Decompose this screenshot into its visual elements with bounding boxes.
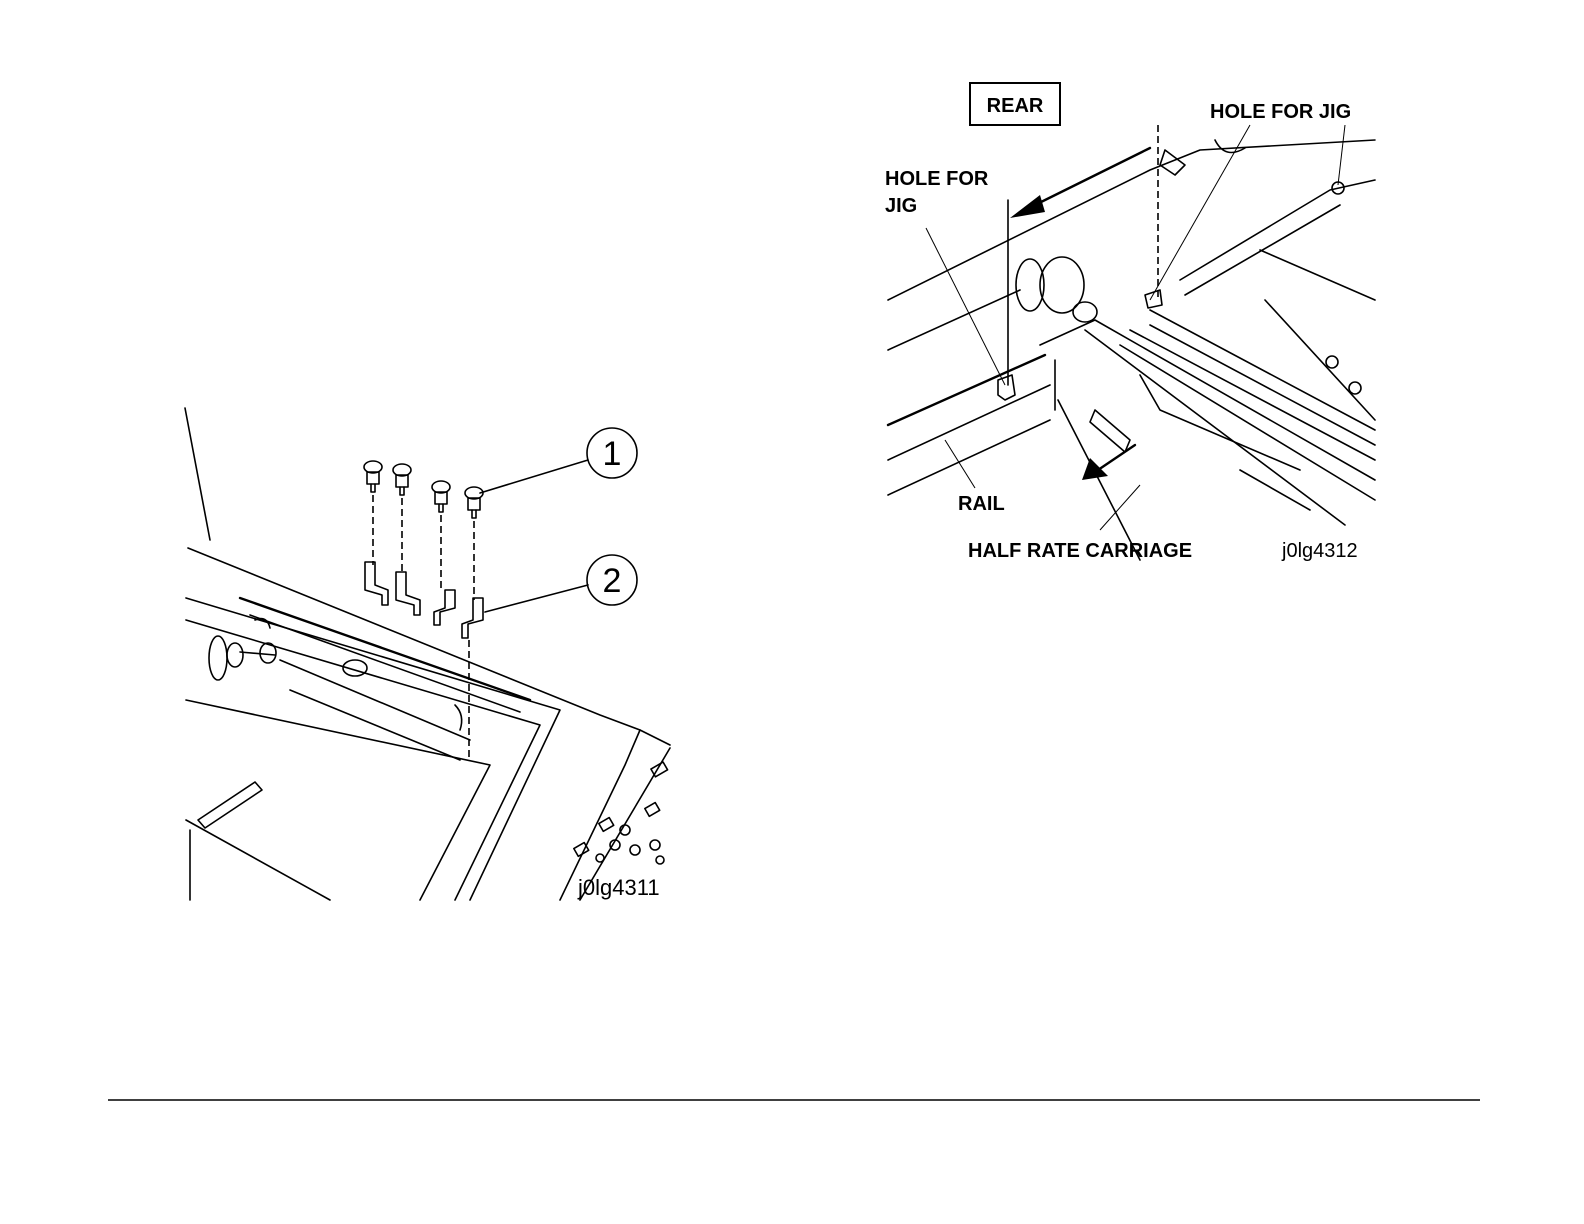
led-icon (630, 845, 640, 855)
cover-edge (185, 408, 210, 540)
arrow-rear-icon (1010, 195, 1045, 218)
arrow-shaft (1035, 148, 1150, 205)
callout-2-leader (485, 585, 588, 612)
hole-for-jig-left-line2: JIG (885, 195, 917, 217)
led-icon (656, 856, 664, 864)
frame-rail-far-2 (1185, 205, 1340, 295)
hole-right-leader-2 (1338, 125, 1345, 185)
slot-icon (198, 782, 262, 828)
bracket-icon (396, 572, 420, 615)
carriage-arrow-shaft (1098, 445, 1135, 470)
hole-left-leader (926, 228, 1005, 385)
right-figure: REAR HOLE FOR JIG HOLE FOR JIG RAIL HALF… (885, 83, 1375, 562)
jig-tab-icon (998, 375, 1015, 400)
frame-rail-far (1180, 180, 1375, 280)
screw-hole-icon (1349, 382, 1361, 394)
screw-icon (465, 487, 483, 600)
screw-hole-icon (1326, 356, 1338, 368)
frame-bracket (1160, 150, 1185, 175)
frame-panel-2 (1265, 300, 1375, 420)
carriage-leader (1100, 485, 1140, 530)
rail-edge (888, 385, 1050, 460)
carriage-ridge-2 (1130, 330, 1375, 460)
button-icon (599, 818, 614, 832)
hole-for-jig-left-line1: HOLE FOR (885, 168, 989, 190)
callout-1-number: 1 (603, 435, 622, 473)
led-icon (596, 854, 604, 862)
carriage-rail-top-2 (1150, 325, 1375, 445)
left-figure: 1 2 j0lg4311 (185, 408, 670, 900)
frame-inner (186, 598, 560, 900)
bracket-icon (365, 562, 388, 605)
figure-id-left: j0lg4311 (577, 875, 660, 900)
rail-leader (945, 440, 975, 488)
jig-tab-icon (1145, 290, 1162, 308)
screw-icon (364, 461, 382, 565)
arrow-front-icon (1082, 458, 1108, 480)
screw-icon (393, 464, 411, 575)
button-icon (645, 803, 660, 817)
figure-id-right: j0lg4312 (1281, 540, 1358, 562)
rail-edge-lower (888, 420, 1050, 495)
carriage-ridge-3 (1120, 345, 1375, 500)
pulley-icon (209, 636, 227, 680)
frame-edge-top (888, 140, 1375, 300)
carriage-top-edge (1040, 320, 1375, 480)
rail-label: RAIL (958, 493, 1005, 515)
pulley-shaft (240, 652, 275, 655)
frame-panel (1260, 250, 1375, 300)
carriage-bar (280, 660, 470, 740)
pulley-hub-icon (1073, 302, 1097, 322)
carriage-slot-icon (1090, 410, 1130, 452)
carriage-bracket (455, 705, 462, 730)
carriage-label: HALF RATE CARRIAGE (968, 540, 1192, 562)
bracket-icon (434, 590, 455, 625)
frame-edge-2 (888, 290, 1020, 350)
callout-1-leader (480, 460, 588, 493)
rail-edge-thick (888, 355, 1045, 425)
hole-for-jig-right-label: HOLE FOR JIG (1210, 101, 1351, 123)
led-icon (650, 840, 660, 850)
glass-lower (186, 820, 330, 900)
rear-label: REAR (987, 95, 1044, 117)
button-icon (651, 762, 668, 777)
screw-icon (432, 481, 450, 592)
pulley-hub-icon (227, 643, 243, 667)
carriage-underside (1058, 400, 1140, 560)
rail-mid (250, 615, 520, 712)
callout-2-number: 2 (603, 562, 622, 600)
pulley-collar (260, 643, 276, 663)
bracket-icon (462, 598, 483, 638)
